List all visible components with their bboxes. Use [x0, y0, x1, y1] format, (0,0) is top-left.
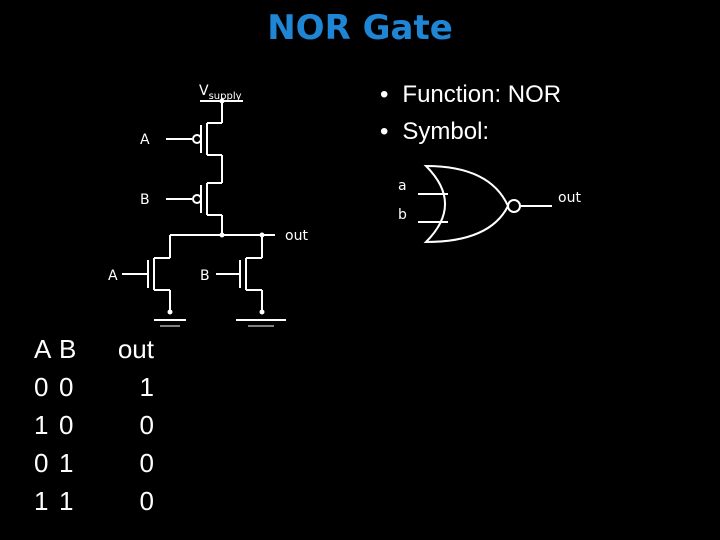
- cell-out: 0: [139, 485, 154, 516]
- output-label: out: [285, 228, 308, 244]
- cell-out: 0: [139, 447, 154, 478]
- cell-a: 0: [34, 447, 49, 478]
- gate-input-a-label: a: [398, 178, 407, 194]
- table-row: 0 0 1: [34, 368, 160, 406]
- table-row: 1 1 0: [34, 482, 160, 520]
- cell-b: 1: [59, 485, 74, 516]
- ground-symbol-a: [154, 319, 186, 327]
- header-b: B: [59, 333, 77, 364]
- nmos-transistor-b: [216, 257, 263, 312]
- cell-out: 1: [139, 371, 154, 402]
- table-row: 0 1 0: [34, 444, 160, 482]
- nmos-b-label: B: [200, 268, 210, 284]
- pmos-transistor-b: [166, 182, 222, 216]
- cell-a: 1: [34, 485, 49, 516]
- cell-out: 0: [139, 409, 154, 440]
- bullet-symbol: Symbol:: [380, 113, 561, 150]
- cell-a: 1: [34, 409, 49, 440]
- pmos-b-label: B: [140, 192, 150, 208]
- truth-table: A B out 0 0 1 1 0 0 0 1 0 1 1 0: [34, 330, 160, 520]
- bullet-list: Function: NOR Symbol:: [380, 76, 561, 150]
- cell-a: 0: [34, 371, 49, 402]
- nmos-a-label: A: [108, 268, 118, 284]
- cell-b: 1: [59, 447, 74, 478]
- cell-b: 0: [59, 409, 74, 440]
- gate-input-b-label: b: [398, 207, 407, 223]
- truth-table-header: A B out: [34, 330, 160, 368]
- cell-b: 0: [59, 371, 74, 402]
- slide-title: NOR Gate: [267, 8, 453, 48]
- header-a: A: [34, 333, 52, 364]
- pmos-a-label: A: [140, 132, 150, 148]
- bullet-function: Function: NOR: [380, 76, 561, 113]
- nmos-transistor-a: [122, 257, 171, 312]
- table-row: 1 0 0: [34, 406, 160, 444]
- nor-gate-symbol: [418, 164, 552, 244]
- ground-symbol-b: [236, 319, 286, 327]
- pmos-transistor-a: [166, 122, 222, 156]
- supply-label: Vsupply: [199, 83, 242, 102]
- header-out: out: [117, 333, 154, 364]
- gate-output-label: out: [558, 190, 581, 206]
